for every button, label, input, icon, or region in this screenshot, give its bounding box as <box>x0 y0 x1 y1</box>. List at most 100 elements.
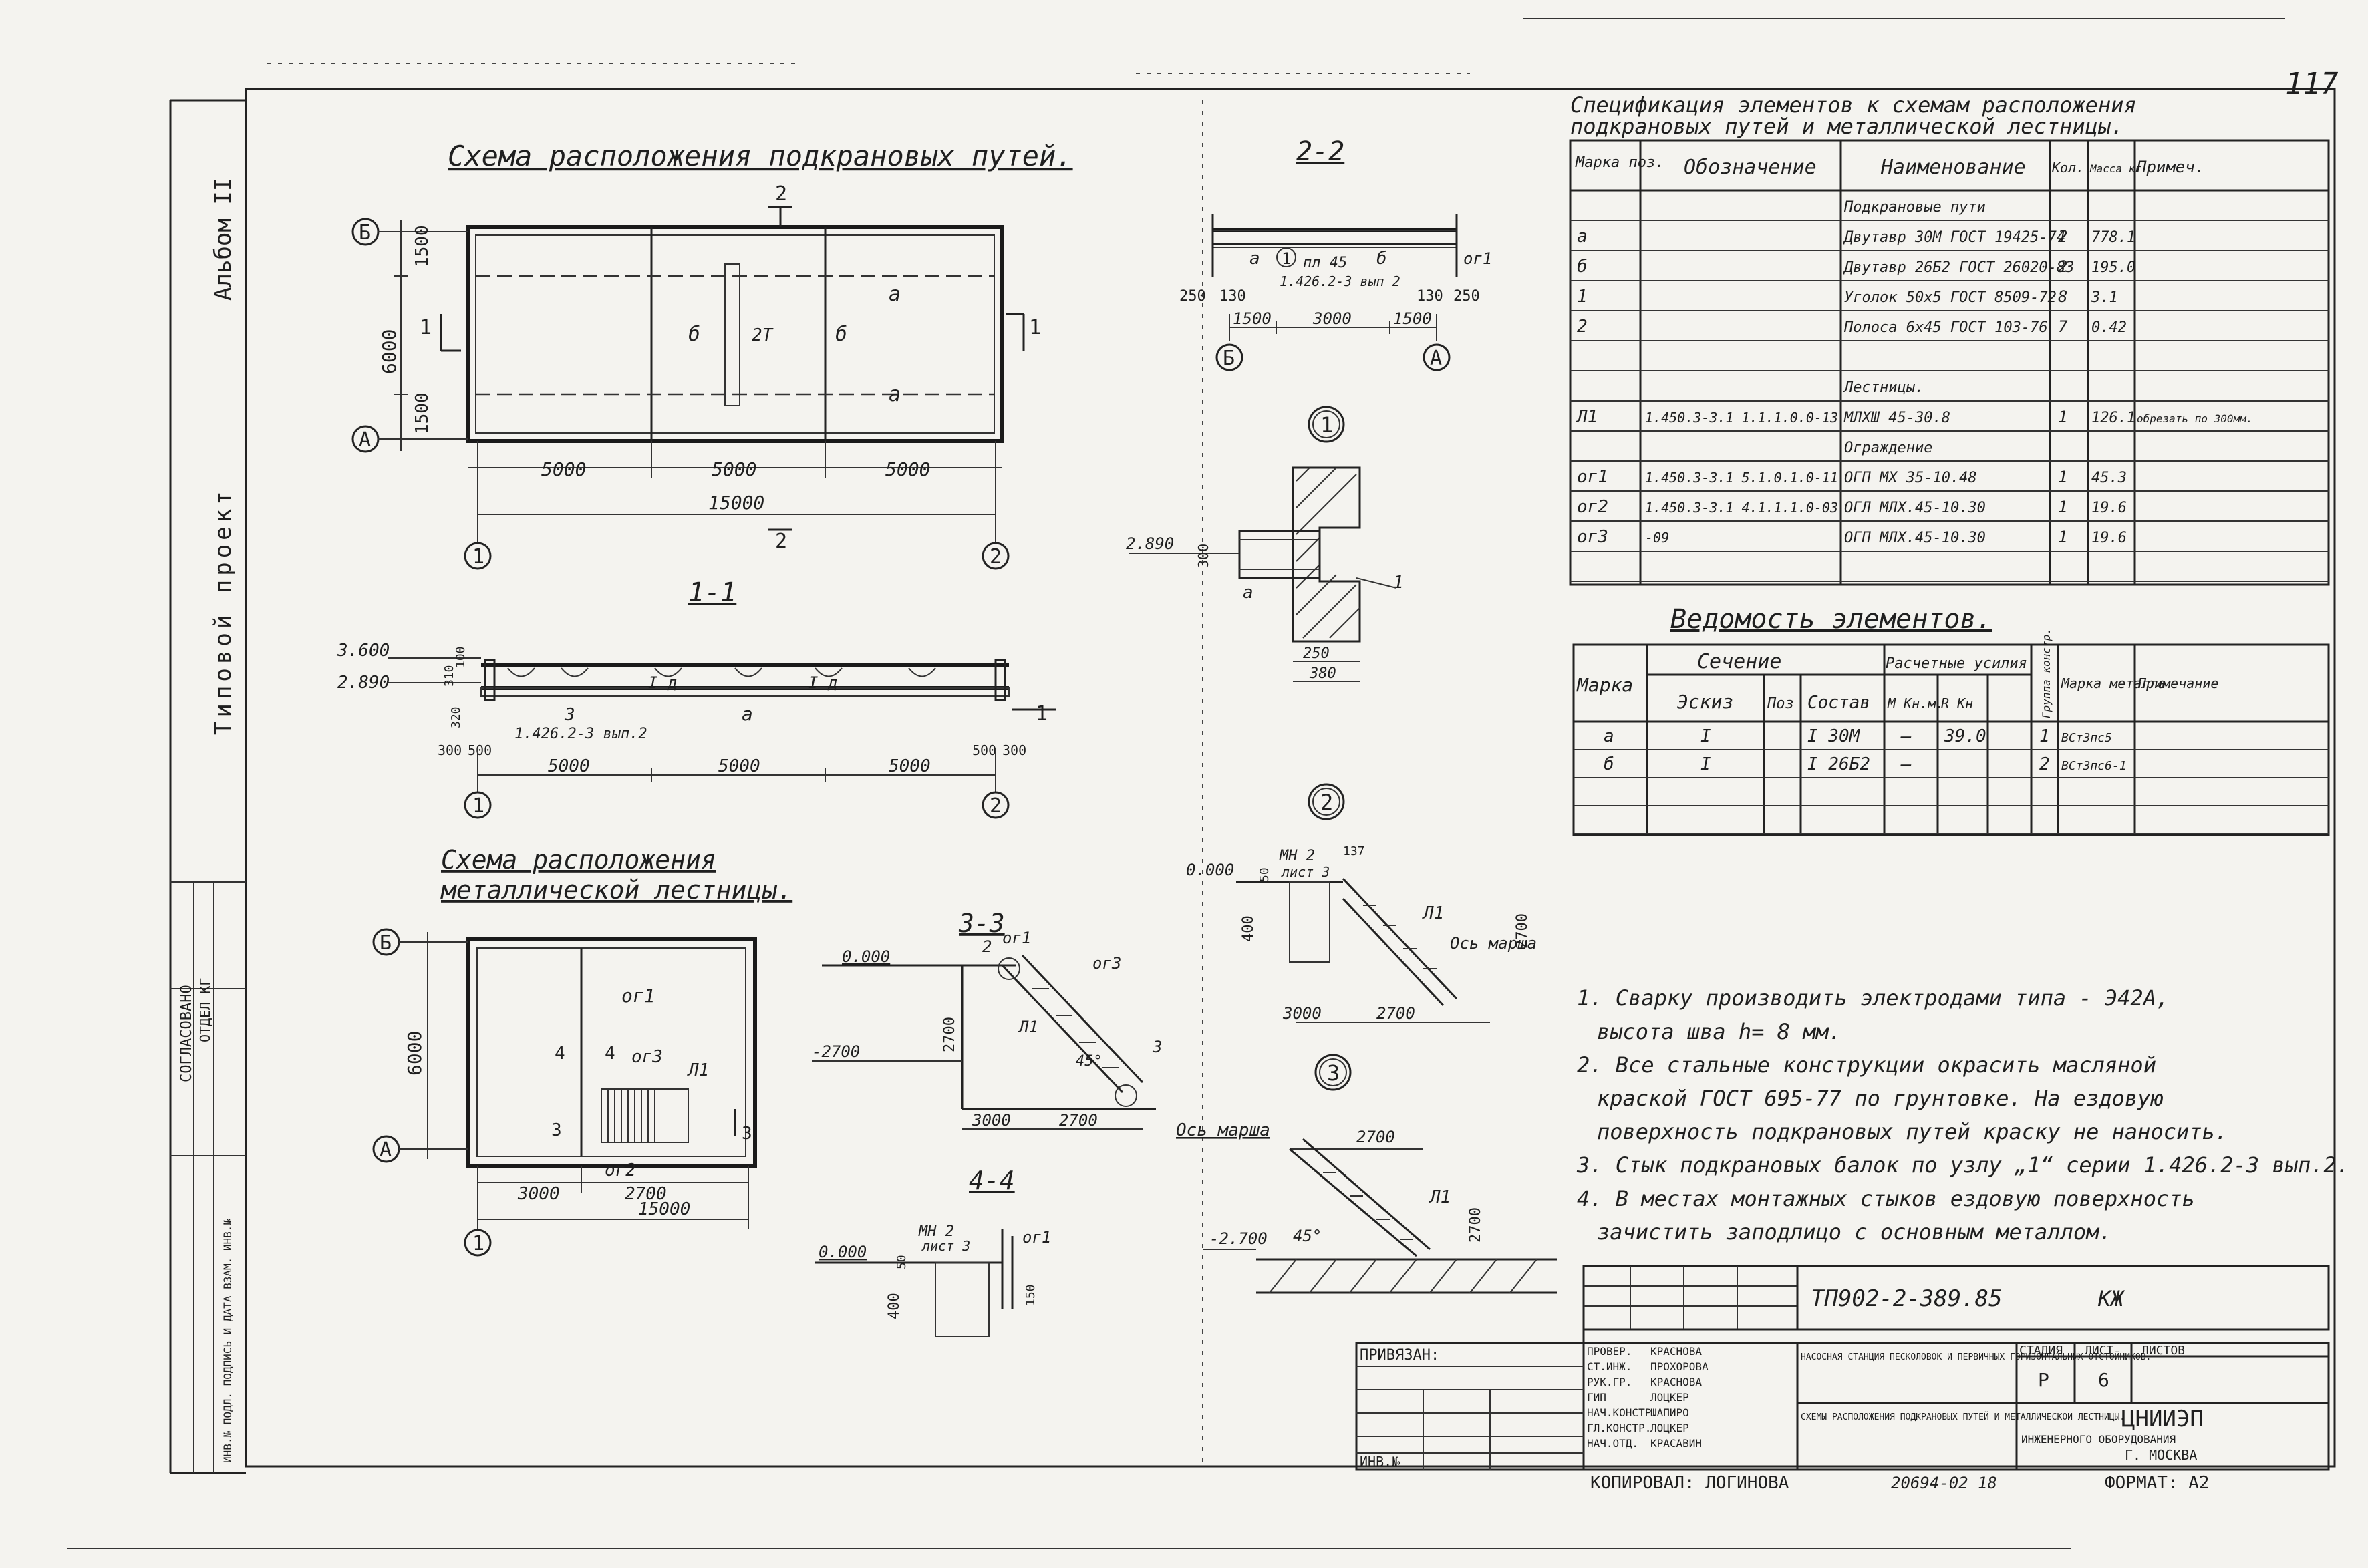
node-3-floor-hatch <box>1269 1259 1537 1293</box>
section-11-elev-3600: 3.600 <box>337 641 390 661</box>
note-line: высота шва h= 8 мм. <box>1597 1019 1841 1044</box>
node-2-dim-50: 50 <box>1257 867 1272 882</box>
spec-cell: ог2 <box>1577 497 1608 517</box>
section-33-dim-3000: 3000 <box>972 1111 1011 1130</box>
ved-cell: а <box>1604 726 1614 746</box>
node-2: 2 0.000 50 400 МН 2 лист 3 137 Л1 2700 О… <box>1186 783 1537 1023</box>
plan-crane-dim-1500-top: 1500 <box>412 225 432 267</box>
section-11-mark-id-1: I д <box>648 673 677 692</box>
plan-stair-l1: Л1 <box>687 1060 709 1080</box>
tb-role: ГИП <box>1587 1391 1606 1404</box>
tb-role: ГЛ.КОНСТР. <box>1587 1422 1651 1434</box>
plan-crane-cut-1-right: 1 <box>1029 316 1041 339</box>
node-1-label-1: 1 <box>1393 573 1404 593</box>
tb-role: НАЧ.КОНСТР. <box>1587 1406 1658 1419</box>
ved-h-poz: Поз <box>1767 695 1794 712</box>
plan-stair-dim-2700: 2700 <box>625 1184 667 1204</box>
plan-stair-dim-15000: 15000 <box>638 1199 690 1219</box>
ved-h-forces: Расчетные усилия <box>1886 655 2027 672</box>
spec-cell: 1.450.3-3.1 1.1.1.0.0-13 <box>1645 410 1838 426</box>
plan-stair-dim-3000: 3000 <box>517 1184 560 1204</box>
tb-name: ПРОХОРОВА <box>1650 1360 1709 1373</box>
title-block: ТП902-2-389.85 КЖ ПРИВЯЗАН: ИНВ.№ ПРОВЕР… <box>1355 1265 2330 1493</box>
plan-crane-cut-2-bottom: 2 <box>775 530 787 553</box>
section-11-dim-500-r: 500 <box>972 742 996 758</box>
node-3-angle: 45° <box>1293 1227 1322 1245</box>
section-33-treads <box>1032 988 1119 1068</box>
section-44-elev: 0.000 <box>819 1243 867 1261</box>
spec-title-2: подкрановых путей и металлической лестни… <box>1570 114 2123 139</box>
ved-cell: – <box>1900 754 1912 774</box>
note-line: 4. В местах монтажных стыков ездовую пов… <box>1577 1186 2195 1211</box>
tb-h-sheet: ЛИСТ <box>2085 1344 2114 1358</box>
tb-stage: Р <box>2038 1369 2049 1391</box>
section-33-og1: ог1 <box>1002 929 1031 947</box>
plan-stair-steps <box>607 1089 655 1142</box>
node-3-num: 3 <box>1327 1060 1340 1086</box>
side-strip: Альбом II Типовой проект СОГЛАСОВАНО ОТД… <box>178 178 237 1463</box>
section-44-mn: МН 2 <box>918 1223 954 1240</box>
tb-role: ПРОВЕР. <box>1587 1345 1632 1358</box>
spec-cell: Ограждение <box>1844 440 1932 456</box>
plan-crane-axis-1: 1 <box>472 545 484 569</box>
plan-crane-label-b-right: б <box>835 323 847 346</box>
tb-name: ЛОЦКЕР <box>1650 1422 1689 1434</box>
plan-stair-og1: ог1 <box>621 985 655 1007</box>
plan-stair-axis-b: Б <box>380 931 392 955</box>
section-44-title: 4-4 <box>969 1166 1015 1195</box>
plan-crane-axis-2: 2 <box>990 545 1002 569</box>
node-1-dim-300: 300 <box>1195 544 1211 568</box>
section-22-axis-b: Б <box>1223 347 1235 370</box>
ved-h-section: Сечение <box>1697 650 1781 673</box>
spec-cell: 2 <box>2058 257 2067 276</box>
plan-stair-cut-4b: 4 <box>605 1044 615 1064</box>
spec-cell: Подкрановые пути <box>1843 199 1986 216</box>
notes: 1. Сварку производить электродами типа -… <box>1576 985 2349 1245</box>
spec-cell: 19.6 <box>2091 530 2127 546</box>
node-2-l1: Л1 <box>1422 903 1444 923</box>
section-33-angle: 45° <box>1076 1053 1102 1070</box>
node-2-mn: МН 2 <box>1279 848 1315 865</box>
section-11-dim-500-l: 500 <box>468 742 492 758</box>
section-22-title: 2-2 <box>1296 136 1344 167</box>
note-line: зачистить заподлицо с основным металлом. <box>1597 1219 2112 1245</box>
spec-h-note: Примеч. <box>2136 158 2204 176</box>
section-1-1: 1-1 3.600 2.890 100 310 320 I д I д 3 а … <box>337 577 1056 819</box>
node-1-hatch <box>1296 467 1360 639</box>
spec-cell: ог3 <box>1577 527 1608 547</box>
node-3-dim-2700: 2700 <box>1356 1128 1395 1146</box>
spec-cell: 7 <box>2058 317 2068 336</box>
tb-role: СТ.ИНЖ. <box>1587 1360 1632 1373</box>
plan-crane-dim-5000-b: 5000 <box>712 458 756 480</box>
plan-stair-cut-3a: 3 <box>551 1120 562 1140</box>
spec-cell: 1.450.3-3.1 5.1.0.1.0-11 <box>1645 470 1838 486</box>
ved-h-note: Примечание <box>2137 675 2218 691</box>
section-11-dim-5000-a: 5000 <box>548 756 590 776</box>
ved-h-m: М Кн.м. <box>1887 695 1944 712</box>
plan-crane-axis-a: А <box>359 428 371 452</box>
album-label: Альбом II <box>210 178 237 301</box>
page-number: 117 <box>2285 67 2339 101</box>
section-44-og1: ог1 <box>1022 1228 1051 1247</box>
spec-cell: 1 <box>2058 528 2067 546</box>
node-3-treads <box>1323 1172 1413 1240</box>
spec-cell: 1.450.3-3.1 4.1.1.1.0-03 <box>1645 500 1838 516</box>
node-2-dim-2700-v: 2700 <box>1514 913 1531 949</box>
node-2-num: 2 <box>1320 790 1333 815</box>
section-33-dim-2700-v: 2700 <box>941 1017 958 1052</box>
node-3-l1: Л1 <box>1429 1187 1451 1207</box>
tb-code: ТП902-2-389.85 <box>1811 1285 2003 1312</box>
section-22-dim-130-r: 130 <box>1417 288 1443 305</box>
spec-cell: Двутавр 26Б2 ГОСТ 26020-83 <box>1843 259 2074 276</box>
plan-crane-dim-1500-bottom: 1500 <box>412 392 432 434</box>
ved-cell: 1 <box>2039 726 2050 746</box>
spec-cell: 1 <box>2058 468 2067 486</box>
plan-stair: Схема расположения металлической лестниц… <box>372 845 792 1257</box>
tb-role: РУК.ГР. <box>1587 1376 1632 1388</box>
spec-cell: Л1 <box>1576 407 1598 427</box>
spec-title-1: Спецификация элементов к схемам располож… <box>1570 92 2137 118</box>
node-1-elev: 2.890 <box>1126 534 1174 553</box>
spec-cell: б <box>1577 257 1588 277</box>
note-line: краской ГОСТ 695-77 по грунтовке. На езд… <box>1597 1086 2164 1111</box>
section-11-title: 1-1 <box>688 577 736 608</box>
